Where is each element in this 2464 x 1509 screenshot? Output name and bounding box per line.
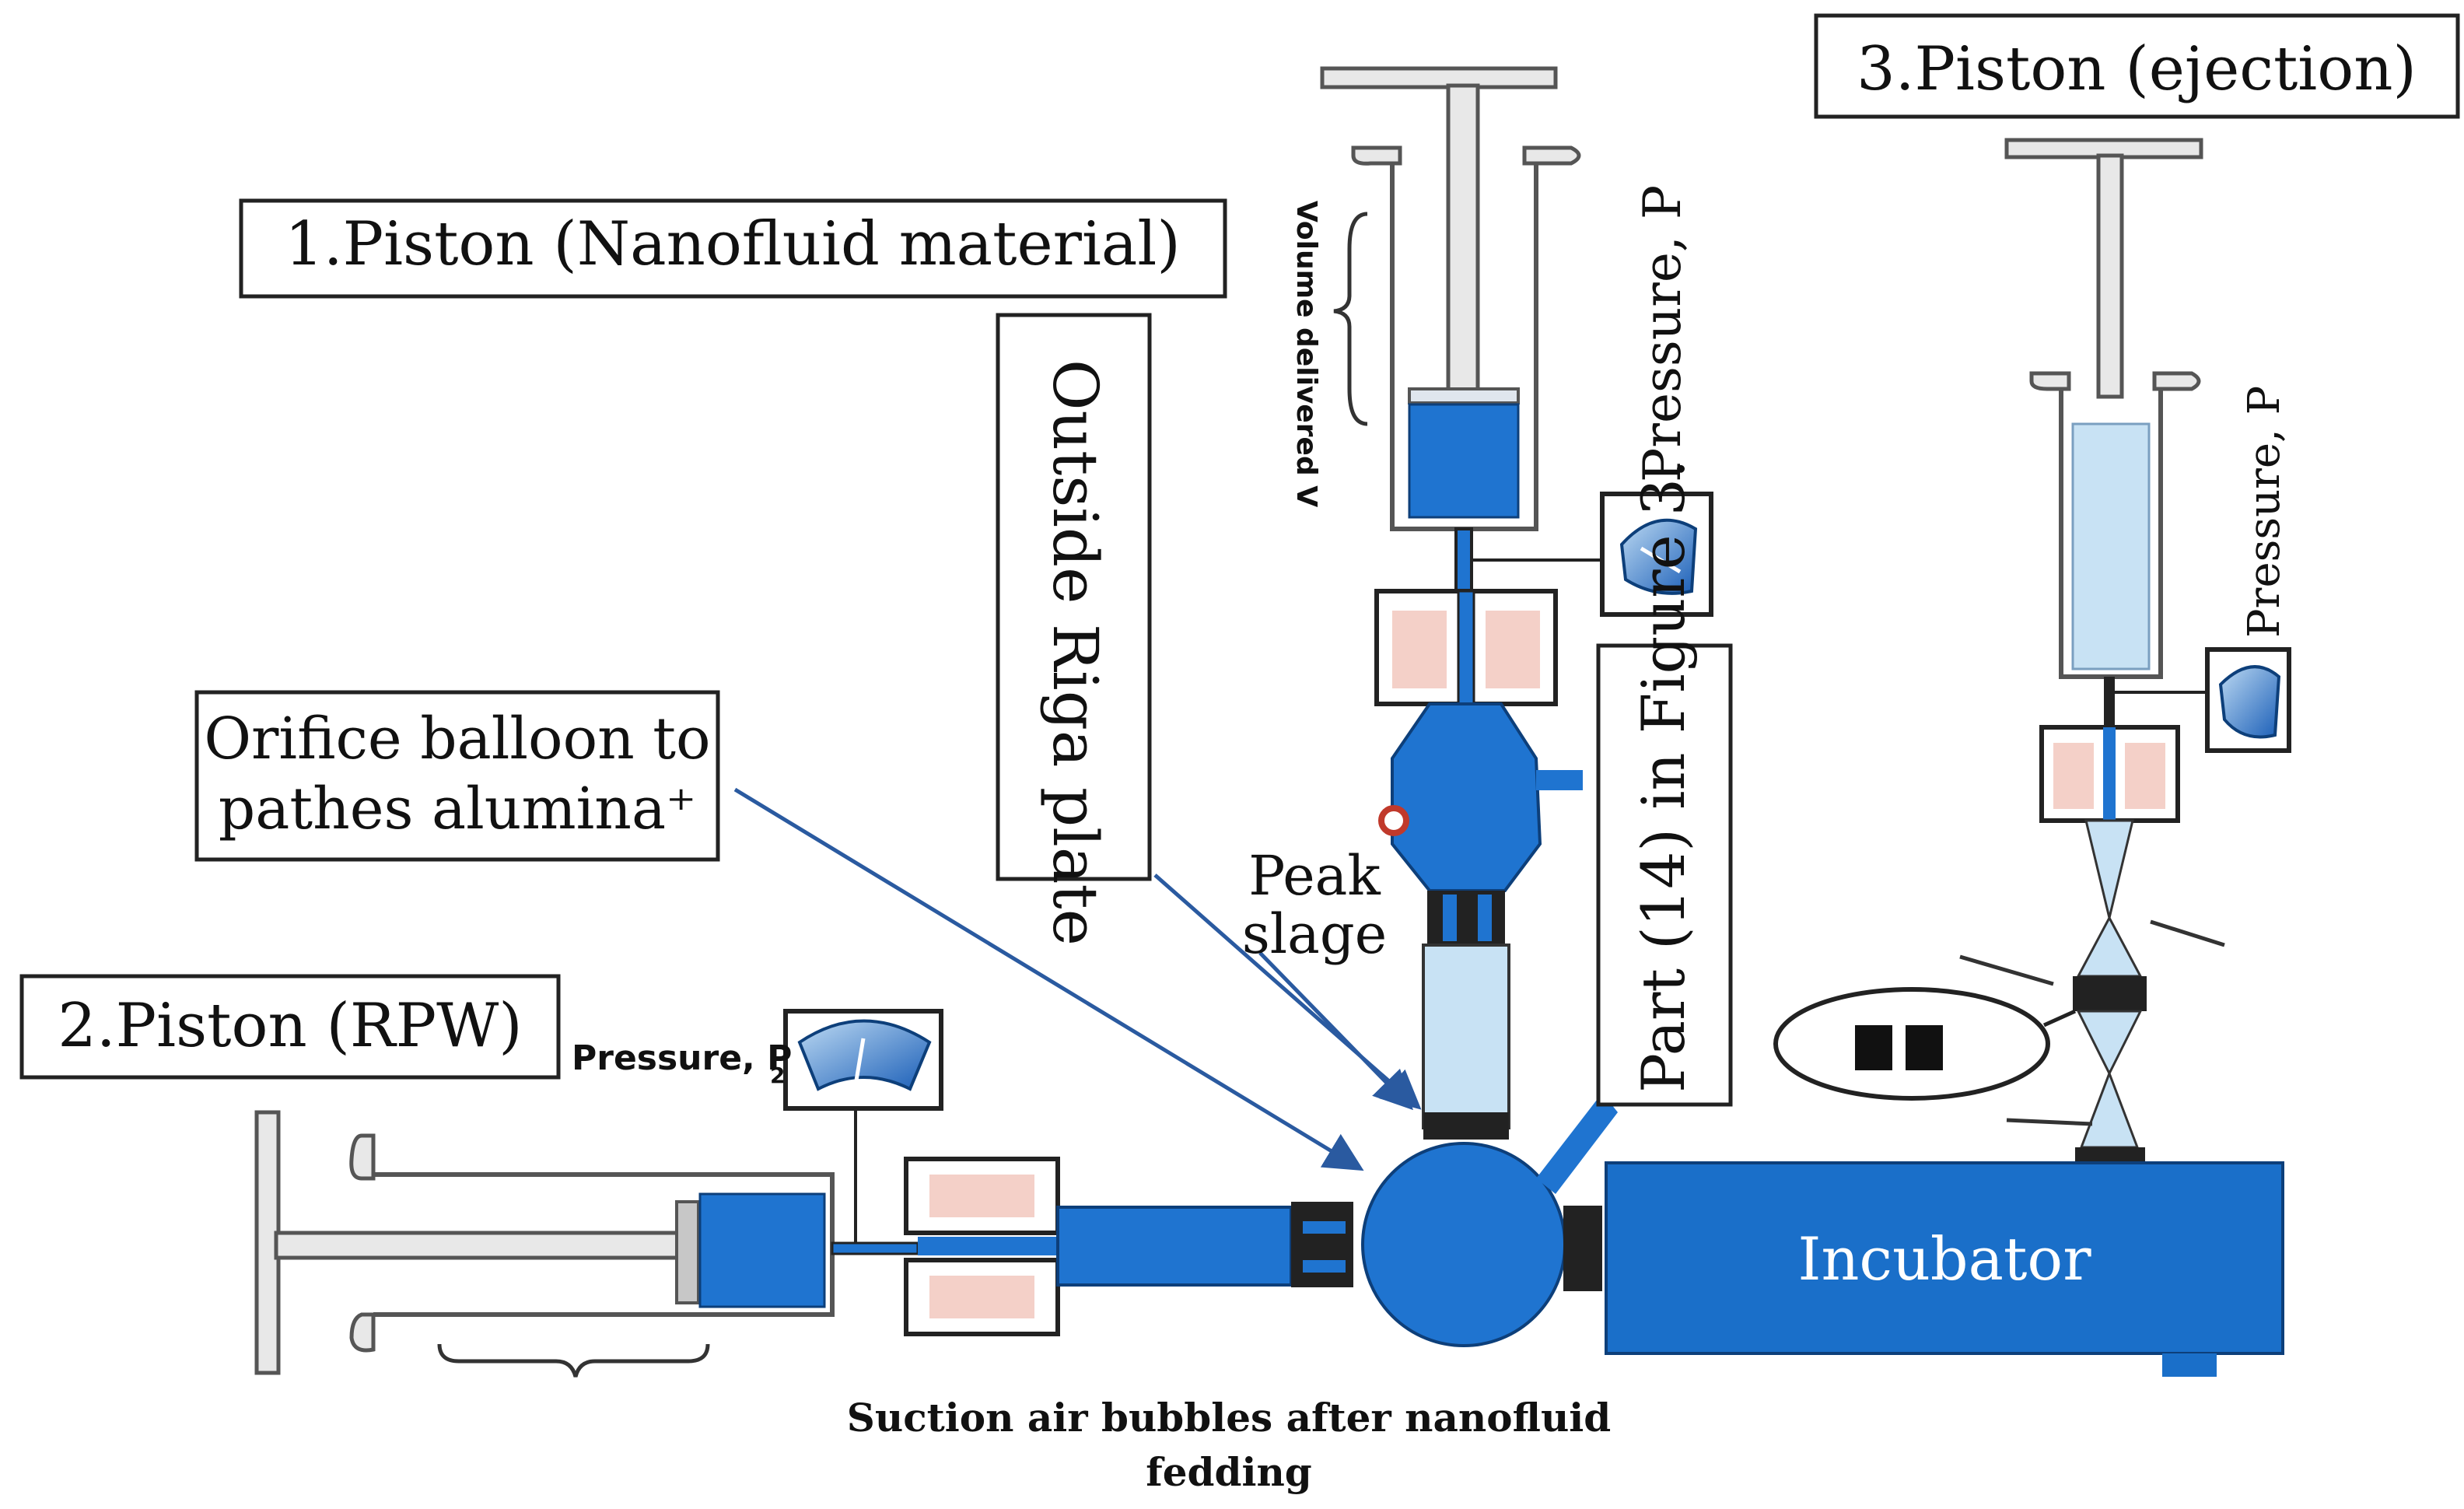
outside-riga-box <box>996 313 1152 881</box>
heater-block-icon <box>1374 589 1558 706</box>
heater-block-2 <box>904 1157 1353 1336</box>
balloon-chamber-icon <box>1378 702 1583 1140</box>
ball-outlet-connector <box>1563 1206 1602 1291</box>
part14-box <box>1596 643 1733 1107</box>
volume-brace-1 <box>1333 212 1368 426</box>
orifice-box <box>194 690 720 862</box>
peak-label-line2: slage <box>1242 902 1387 966</box>
piston2-label: 2.Piston (RPW) <box>58 991 522 1061</box>
syringe-2-rpw <box>254 1105 919 1378</box>
syringe-1-nozzle <box>1454 527 1473 593</box>
chamber-side-port <box>1536 770 1583 790</box>
part14-connector <box>1536 1093 1618 1194</box>
orifice-label-line1: Orifice balloon to <box>204 705 710 772</box>
incubator-label: Incubator <box>1797 1224 2091 1294</box>
pressure-p3-label: Pressure, P <box>2239 386 2290 638</box>
syringe-1-nanofluid <box>1320 66 1610 593</box>
pressure-p2-label: Pressure, P <box>572 1038 792 1078</box>
valve-ring-icon <box>1378 805 1409 836</box>
syringe-1-plunger-handle[interactable] <box>1320 66 1558 89</box>
syringe-1-flange-left <box>1351 145 1402 166</box>
syringe-3-ejection <box>1773 138 2225 1167</box>
syringe-1-flange-right <box>1522 145 1581 166</box>
arrow-peak <box>1258 951 1413 1111</box>
piston2-label-box <box>19 974 561 1080</box>
pressure-p-label: Pressure, P <box>1633 185 1692 482</box>
orifice-label-line2: pathes alumina⁺ <box>219 776 696 842</box>
peak-label-line1: Peak <box>1248 844 1381 908</box>
syringe-1-fluid <box>1408 403 1520 519</box>
pressure-gauge-icon <box>2205 647 2291 753</box>
caption-line2: fedding <box>1146 1449 1312 1495</box>
pressure-p2-subscript: 2 <box>770 1063 785 1088</box>
arrow-orifice <box>733 787 1364 1171</box>
mixing-ball <box>1361 1142 1566 1347</box>
pressure-gauge-icon <box>1600 492 1713 617</box>
syringe-1-piston-head <box>1408 387 1520 404</box>
outside-riga-label: Outside Riga plate <box>1039 359 1111 946</box>
piston3-label-box <box>1814 13 2460 119</box>
volume-delivered-label: Volume delivered V <box>1290 201 1322 507</box>
caption-line1: Suction air bubbles after nanofluid <box>847 1395 1612 1441</box>
syringe-1-plunger-rod <box>1446 83 1480 395</box>
piston3-label: 3.Piston (ejection) <box>1857 34 2417 104</box>
pressure-gauge-icon <box>783 1009 943 1111</box>
piston1-label: 1.Piston (Nanofluid material) <box>285 209 1181 279</box>
incubator-block <box>1605 1161 2284 1377</box>
volume-brace-2 <box>437 1343 710 1378</box>
part14-label: Part (14) in Figure 3. <box>1629 460 1698 1093</box>
piston1-label-box <box>239 198 1227 299</box>
